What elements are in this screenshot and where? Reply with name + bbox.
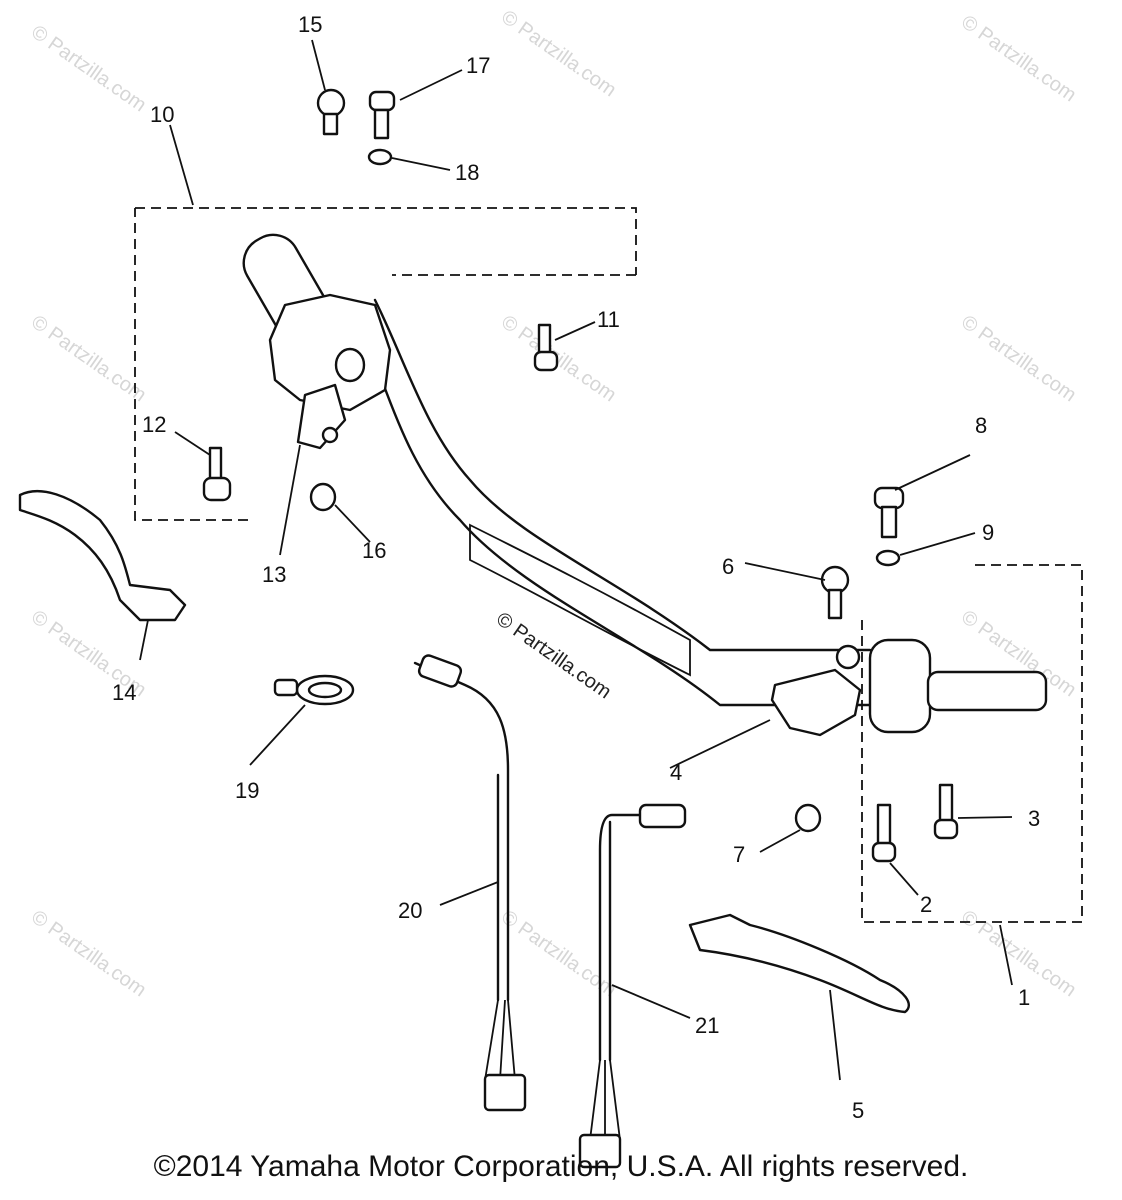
assembly-box-10 xyxy=(134,207,637,521)
cable-21 xyxy=(578,803,687,1169)
callout-7: 7 xyxy=(733,842,745,867)
callout-8: 8 xyxy=(975,413,987,438)
callout-12: 12 xyxy=(142,412,166,437)
bolt-6 xyxy=(820,565,850,620)
washer-9 xyxy=(875,549,901,567)
nut-7 xyxy=(794,803,822,833)
callout-16: 16 xyxy=(362,538,386,563)
callout-1: 1 xyxy=(1018,985,1030,1010)
watermark: © Partzilla.com xyxy=(957,311,1080,406)
washer-18 xyxy=(367,148,393,166)
cable-20 xyxy=(413,654,527,1112)
bolt-15 xyxy=(316,88,346,136)
watermark: © Partzilla.com xyxy=(957,11,1080,106)
callout-14: 14 xyxy=(112,680,136,705)
bolt-17 xyxy=(368,90,396,140)
callout-3: 3 xyxy=(1028,806,1040,831)
watermark: © Partzilla.com xyxy=(27,906,150,1001)
callout-20: 20 xyxy=(398,898,422,923)
callout-18: 18 xyxy=(455,160,479,185)
leader-lines xyxy=(139,39,1013,1081)
callouts: 15 17 18 10 11 12 13 16 14 19 20 21 5 4 … xyxy=(112,12,1040,1123)
watermark-group: © Partzilla.com © Partzilla.com © Partzi… xyxy=(27,6,1080,1001)
callout-2: 2 xyxy=(920,892,932,917)
assembly-box-1 xyxy=(861,564,1083,923)
right-lever xyxy=(688,913,911,1014)
right-lever-holder xyxy=(770,638,1048,737)
callout-6: 6 xyxy=(722,554,734,579)
copyright-notice: ©2014 Yamaha Motor Corporation, U.S.A. A… xyxy=(153,1150,969,1183)
screw-3 xyxy=(933,783,959,840)
callout-19: 19 xyxy=(235,778,259,803)
bolt-8 xyxy=(873,486,905,539)
callout-13: 13 xyxy=(262,562,286,587)
callout-5: 5 xyxy=(852,1098,864,1123)
callout-4: 4 xyxy=(670,760,682,785)
screw-2 xyxy=(871,803,897,863)
callout-10: 10 xyxy=(150,102,174,127)
callout-15: 15 xyxy=(298,12,322,37)
watermark: © Partzilla.com xyxy=(497,906,620,1001)
callout-21: 21 xyxy=(695,1013,719,1038)
callout-9: 9 xyxy=(982,520,994,545)
screw-11 xyxy=(533,323,559,372)
throttle-housing xyxy=(268,293,392,450)
watermark: © Partzilla.com xyxy=(27,21,150,116)
nut-16 xyxy=(309,482,337,512)
left-lever xyxy=(18,490,187,622)
clamp-19 xyxy=(273,674,355,706)
callout-17: 17 xyxy=(466,53,490,78)
screw-12 xyxy=(202,446,232,502)
callout-11: 11 xyxy=(597,307,620,332)
watermark: © Partzilla.com xyxy=(497,6,620,101)
watermark: © Partzilla.com xyxy=(27,311,150,406)
